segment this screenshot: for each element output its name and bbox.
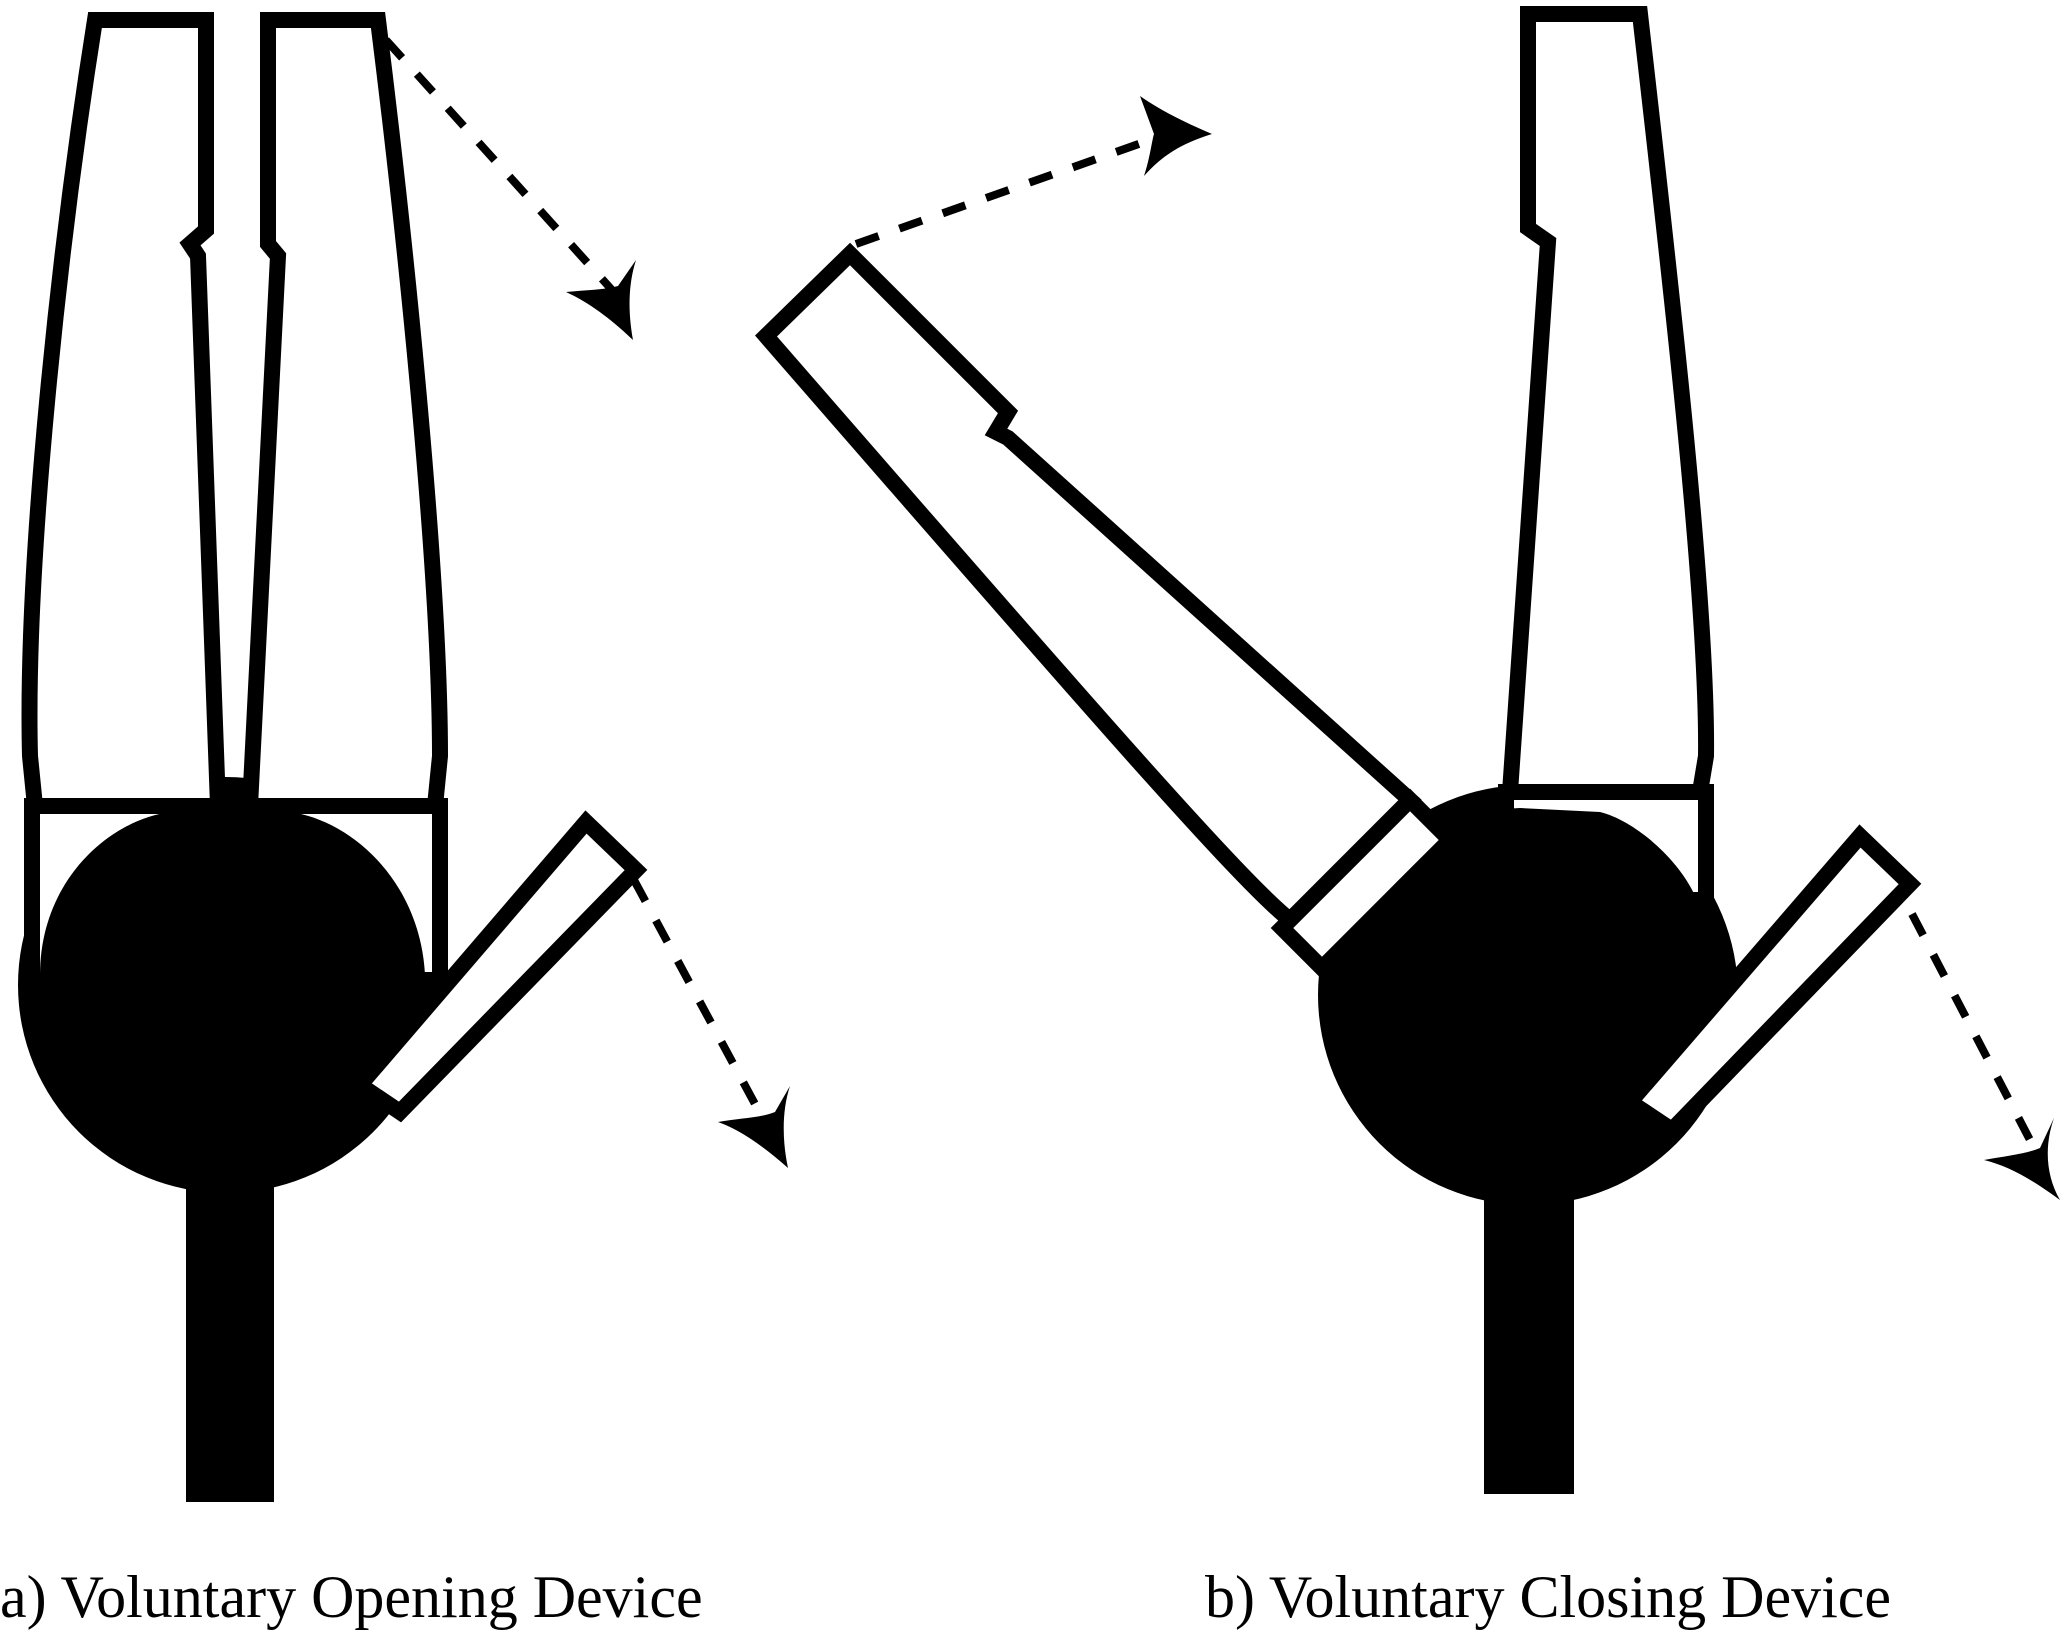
device-a-left-finger [21, 12, 227, 814]
voluntary-opening-device [18, 11, 790, 1502]
device-a-lever [348, 810, 648, 1123]
device-a-hub-cap [40, 812, 425, 975]
device-b-lever-arrow-line [1908, 912, 2034, 1142]
voluntary-closing-device [755, 6, 2060, 1494]
device-b-fixed-finger [1501, 6, 1715, 800]
device-a-lever-arrowhead [718, 1086, 790, 1168]
device-b-lever-arrowhead [1984, 1118, 2060, 1200]
device-a-lever-arrow-line [630, 878, 759, 1106]
caption-voluntary-closing-device: b) Voluntary Closing Device [1205, 1564, 1892, 1630]
device-b-moving-finger [755, 242, 1422, 931]
caption-voluntary-opening-device: a) Voluntary Opening Device [0, 1564, 703, 1630]
device-b-moving-finger-base [1270, 788, 1462, 980]
device-a-stem [186, 1150, 274, 1502]
device-a-right-finger [241, 11, 449, 814]
device-a-finger-arrowhead [566, 260, 636, 340]
device-b-stem [1484, 1150, 1574, 1494]
device-b-finger-arrow-line [854, 136, 1152, 248]
device-b-lever [1618, 824, 1922, 1141]
device-a-finger-arrow-line [383, 37, 615, 293]
device-b-finger-arrowhead [1140, 96, 1212, 176]
